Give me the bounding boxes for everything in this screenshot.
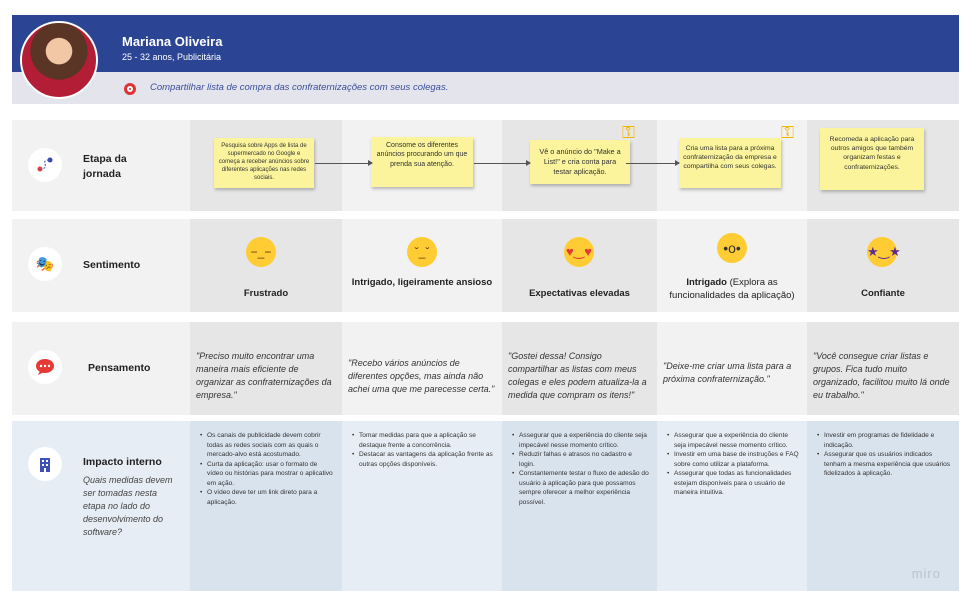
heart-eyes-face-icon: ♥‿♥ [564,237,594,267]
thought-quote: "Recebo vários anúncios de diferentes op… [348,358,495,395]
sticky-note[interactable]: Consome os diferentes anúncios procurand… [371,137,473,187]
feeling-label-cell: 🎭 Sentimento [12,219,190,312]
journey-label-cell: Etapa da jornada [12,120,190,211]
sticky-note[interactable]: Cria uma lista para a próxima confratern… [679,138,781,188]
star-struck-face-icon: ★‿★ [867,237,901,267]
thought-cell-3: "Gostei dessa! Consigo compartilhar as l… [502,322,657,415]
impact-list: Os canais de publicidade devem cobrir to… [200,431,334,507]
thought-row-label: Pensamento [88,362,151,374]
thought-quote: "Preciso muito encontrar uma maneira mai… [196,351,332,401]
feeling-cell-4: •o• Intrigado (Explora as funcionalidade… [657,219,807,312]
flow-arrow [315,160,373,166]
thought-quote: "Gostei dessa! Consigo compartilhar as l… [508,351,647,401]
persona-goal: Compartilhar lista de compra das confrat… [150,82,449,93]
feeling-text: Intrigado, ligeiramente ansioso [351,277,493,288]
feeling-label: Expectativas elevadas [506,288,653,301]
flow-arrow [626,160,680,166]
list-item: Assegurar que todas as funcionalidades e… [667,469,799,498]
theater-masks-icon: 🎭 [28,247,62,281]
thought-label-cell: Pensamento [12,322,190,415]
thought-row: Pensamento "Preciso muito encontrar uma … [12,322,959,415]
feeling-label: Intrigado, ligeiramente ansioso [346,277,498,290]
feeling-text: Intrigado [686,277,727,288]
feeling-cell-2: ˇ_ˇ Intrigado, ligeiramente ansioso [342,219,502,312]
impact-question: Quais medidas devem ser tomadas nesta et… [83,475,173,538]
feeling-cell-5: ★‿★ Confiante [807,219,959,312]
journey-cell-2: Consome os diferentes anúncios procurand… [342,120,502,211]
thought-cell-5: "Você consegue criar listas e grupos. Fi… [807,322,959,415]
thought-cell-1: "Preciso muito encontrar uma maneira mai… [190,322,342,415]
impact-list: Investir em programas de fidelidade e in… [817,431,951,479]
feeling-cell-3: ♥‿♥ Expectativas elevadas [502,219,657,312]
impact-cell-1: Os canais de publicidade devem cobrir to… [190,421,342,591]
list-item: O vídeo deve ter um link direto para a a… [200,488,334,507]
persona-header-band [12,15,959,72]
feeling-detail: (Explora as funcionalidades da aplicação… [669,277,795,301]
sticky-note[interactable]: Pesquisa sobre Apps de lista de supermer… [214,138,314,188]
feeling-text: Confiante [861,288,905,299]
impact-cell-2: Tomar medidas para que a aplicação se de… [342,421,502,591]
office-building-icon [28,447,62,481]
miro-watermark: miro [911,566,941,581]
feeling-row-label: Sentimento [83,259,141,271]
persona-avatar [20,21,98,99]
list-item: Tomar medidas para que a aplicação se de… [352,431,494,450]
list-item: Assegurar que os usuários indicados tenh… [817,450,951,479]
journey-row-label: Etapa da jornada [83,152,127,181]
sticky-note[interactable]: Recomeda a aplicação para outros amigos … [820,128,924,190]
journey-cell-4: Cria uma lista para a próxima confratern… [657,120,807,211]
speech-bubble-icon [28,350,62,384]
feeling-label: Intrigado (Explora as funcionalidades da… [661,277,803,303]
thought-quote: "Você consegue criar listas e grupos. Fi… [813,351,950,401]
feeling-label: Confiante [811,288,955,301]
thought-cell-4: "Deixe-me criar uma lista para a próxima… [657,322,807,415]
persona-name: Mariana Oliveira [122,34,223,49]
impact-cell-3: Assegurar que a experiência do cliente s… [502,421,657,591]
journey-label-line2: jornada [83,167,121,180]
journey-label-line1: Etapa da [83,153,127,165]
sticky-note[interactable]: Vê o anúncio do "Make a List!" e cria co… [530,140,630,184]
list-item: Assegurar que a experiência do cliente s… [667,431,799,450]
list-item: Constantemente testar o fluxo de adesão … [512,469,649,507]
persona-card: Mariana Oliveira 25 - 32 anos, Publicitá… [12,15,959,104]
persona-goal-band [12,72,959,104]
thought-cell-2: "Recebo vários anúncios de diferentes op… [342,322,502,415]
persona-meta: 25 - 32 anos, Publicitária [122,52,222,62]
thought-quote: "Deixe-me criar uma lista para a próxima… [663,361,792,385]
feeling-cell-1: −_− Frustrado [190,219,342,312]
target-icon [124,83,136,95]
feeling-row: 🎭 Sentimento −_− Frustrado ˇ_ˇ Intrigado… [12,219,959,312]
impact-list: Assegurar que a experiência do cliente s… [667,431,799,498]
feeling-text: Expectativas elevadas [529,288,630,299]
flow-arrow [474,160,531,166]
list-item: Investir em uma base de instruções e FAQ… [667,450,799,469]
list-item: Os canais de publicidade devem cobrir to… [200,431,334,460]
expressionless-face-icon: −_− [246,237,276,267]
journey-stage-row: Etapa da jornada Pesquisa sobre Apps de … [12,120,959,211]
journey-cell-5: Recomeda a aplicação para outros amigos … [807,120,959,211]
impact-row-label: Impacto interno [83,456,162,468]
feeling-label: Frustrado [194,288,338,301]
key-icon: ⚿ [622,123,635,142]
route-map-icon [28,148,62,182]
surprised-face-icon: •o• [717,233,747,263]
impact-cell-5: Investir em programas de fidelidade e in… [807,421,959,591]
impact-label-cell: Impacto interno Quais medidas devem ser … [12,421,190,591]
raised-eyebrow-face-icon: ˇ_ˇ [407,237,437,267]
key-icon: ⚿ [781,123,794,142]
impact-list: Assegurar que a experiência do cliente s… [512,431,649,507]
impact-list: Tomar medidas para que a aplicação se de… [352,431,494,469]
feeling-text: Frustrado [243,288,289,299]
list-item: Assegurar que a experiência do cliente s… [512,431,649,450]
list-item: Investir em programas de fidelidade e in… [817,431,951,450]
list-item: Destacar as vantagens da aplicação frent… [352,450,494,469]
list-item: Reduzir falhas e atrasos no cadastro e l… [512,450,649,469]
journey-cell-1: Pesquisa sobre Apps de lista de supermer… [190,120,342,211]
internal-impact-row: Impacto interno Quais medidas devem ser … [12,421,959,591]
list-item: Curta da aplicação: usar o formato de ví… [200,460,334,489]
impact-cell-4: Assegurar que a experiência do cliente s… [657,421,807,591]
